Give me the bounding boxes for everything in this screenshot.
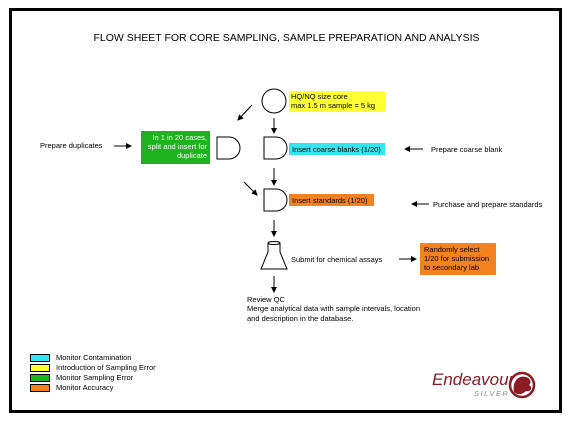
core-sample-circle bbox=[261, 88, 287, 114]
page-frame bbox=[9, 8, 562, 413]
random-line-1: Randomly select bbox=[424, 245, 480, 254]
standards-box: Insert standards (1/20) bbox=[289, 194, 374, 206]
prepare-coarse-blank-label: Prepare coarse blank bbox=[431, 145, 503, 154]
legend-label-sampling-error: Monitor Sampling Error bbox=[56, 373, 134, 382]
arrow-to-standards bbox=[243, 181, 258, 196]
core-size-line-2: max 1.5 m sample = 5 kg bbox=[291, 101, 375, 110]
duplicate-line-2: split and insert for bbox=[147, 142, 207, 151]
random-select-box: Randomly select 1/20 for submission to s… bbox=[420, 243, 496, 275]
arrow-core-to-duplicate bbox=[237, 104, 253, 121]
legend-label-accuracy: Monitor Accuracy bbox=[56, 383, 114, 392]
purchase-standards-label: Purchase and prepare standards bbox=[433, 200, 543, 209]
submit-assays-label: Submit for chemical assays bbox=[291, 255, 383, 264]
duplicate-line-3: duplicate bbox=[176, 151, 207, 160]
review-qc-label: Review QC bbox=[247, 295, 285, 304]
logo-wordmark: Endeavour bbox=[432, 370, 515, 389]
legend-swatch-sampling-error bbox=[30, 374, 50, 382]
duplicate-split-shape bbox=[216, 136, 241, 160]
logo-subtext: SILVER bbox=[474, 389, 510, 398]
standards-shape bbox=[263, 188, 288, 212]
assay-beaker-rim bbox=[267, 241, 281, 245]
diagram-title: FLOW SHEET FOR CORE SAMPLING, SAMPLE PRE… bbox=[93, 32, 480, 44]
legend-swatch-contamination bbox=[30, 354, 50, 362]
duplicate-line-1: In 1 in 20 cases, bbox=[152, 133, 207, 142]
duplicate-box: In 1 in 20 cases, split and insert for d… bbox=[141, 131, 210, 164]
random-line-3: to secondary lab bbox=[424, 263, 480, 272]
coarse-blank-shape bbox=[263, 136, 288, 160]
assay-beaker-shape bbox=[260, 242, 288, 270]
prepare-duplicates-label: Prepare duplicates bbox=[40, 141, 103, 150]
legend-label-sampling-error-intro: Introduction of Sampling Error bbox=[56, 363, 156, 372]
logo-emblem-head bbox=[513, 376, 532, 395]
random-line-2: 1/20 for submission bbox=[424, 254, 490, 263]
merge-line-2: and description in the database. bbox=[247, 314, 354, 323]
legend-swatch-sampling-error-intro bbox=[30, 364, 50, 372]
core-size-line-1: HQ/NQ size core bbox=[291, 92, 348, 101]
merge-line-1: Merge analytical data with sample interv… bbox=[247, 304, 421, 313]
coarse-blanks-box: Insert coarse blanks (1/20) bbox=[289, 143, 385, 155]
legend-label-contamination: Monitor Contamination bbox=[56, 353, 132, 362]
core-size-box: HQ/NQ size core max 1.5 m sample = 5 kg bbox=[289, 91, 385, 112]
legend-swatch-accuracy bbox=[30, 384, 50, 392]
